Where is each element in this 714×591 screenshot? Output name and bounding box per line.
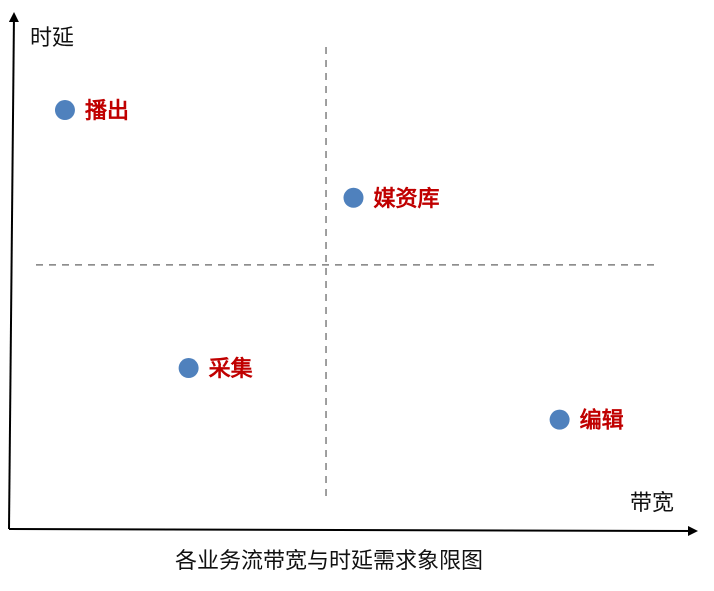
- data-point-label: 媒资库: [374, 186, 440, 212]
- data-point: [343, 187, 364, 208]
- data-point: [549, 409, 570, 430]
- chart-title: 各业务流带宽与时延需求象限图: [175, 549, 483, 574]
- data-point: [178, 358, 199, 379]
- data-point-label: 采集: [209, 356, 254, 382]
- data-point-label: 播出: [85, 99, 129, 124]
- y-axis: [8, 12, 19, 530]
- y-axis-label: 时延: [30, 26, 74, 51]
- data-point-label: 编辑: [580, 408, 624, 434]
- x-axis: [8, 525, 698, 536]
- x-axis-label: 带宽: [630, 491, 674, 516]
- data-point: [54, 100, 75, 121]
